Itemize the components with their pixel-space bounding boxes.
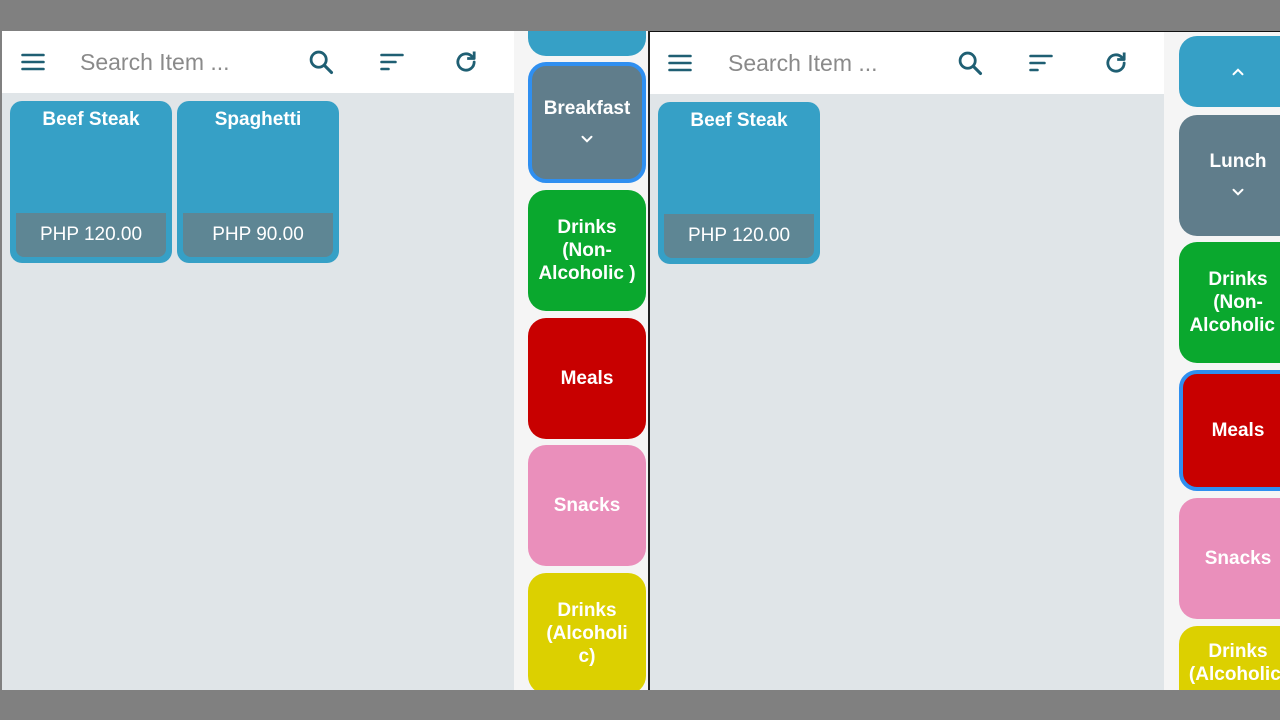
category-meals[interactable]: Meals [528, 318, 646, 439]
search-icon[interactable] [304, 45, 338, 79]
category-sidebar[interactable]: Lunch Drinks (Non-Alcoholic ) Meals Snac… [1164, 32, 1280, 690]
item-card-beef-steak[interactable]: Beef Steak PHP 120.00 [658, 102, 820, 264]
search-input[interactable] [728, 44, 938, 82]
refresh-icon[interactable] [1099, 46, 1133, 80]
sort-icon[interactable] [375, 45, 409, 79]
category-label: Snacks [1204, 548, 1272, 569]
category-sidebar[interactable]: Breakfast Drinks (Non-Alcoholic ) Meals … [514, 31, 648, 690]
category-partial-top[interactable] [528, 31, 646, 56]
category-meals[interactable]: Meals [1179, 370, 1280, 491]
refresh-icon[interactable] [449, 45, 483, 79]
category-scroll-up-button[interactable] [1179, 36, 1280, 107]
category-snacks[interactable]: Snacks [528, 445, 646, 566]
item-price: PHP 120.00 [664, 214, 814, 258]
category-label: Meals [1211, 420, 1265, 441]
item-name: Beef Steak [690, 110, 788, 131]
item-name: Spaghetti [214, 109, 302, 130]
category-label: Drinks (Non-Alcoholic ) [538, 217, 636, 284]
category-label: Lunch [1209, 151, 1267, 172]
category-label: Drinks (Alcoholi c) [546, 600, 628, 667]
sort-icon[interactable] [1024, 46, 1058, 80]
chevron-down-icon [581, 135, 593, 143]
category-label: Snacks [553, 495, 621, 516]
top-toolbar [650, 32, 1164, 94]
item-price: PHP 90.00 [183, 213, 333, 257]
menu-icon[interactable] [16, 45, 50, 79]
category-breakfast[interactable]: Breakfast [528, 62, 646, 183]
search-icon[interactable] [953, 46, 987, 80]
screen-divider [648, 31, 650, 690]
menu-icon[interactable] [663, 46, 697, 80]
category-drinks-alcoholic[interactable]: Drinks (Alcoholi c) [528, 573, 646, 690]
category-drinks-non-alcoholic[interactable]: Drinks (Non-Alcoholic ) [528, 190, 646, 311]
item-card-beef-steak[interactable]: Beef Steak PHP 120.00 [10, 101, 172, 263]
category-label: Drinks (Alcoholic) [1188, 641, 1280, 685]
top-toolbar [2, 31, 514, 93]
item-name: Beef Steak [42, 109, 140, 130]
chevron-up-icon [1232, 67, 1244, 75]
category-label: Breakfast [543, 98, 631, 119]
chevron-down-icon [1232, 188, 1244, 196]
pos-screen-right: Beef Steak PHP 120.00 Lunch Drinks (Non-… [650, 31, 1280, 690]
category-drinks-non-alcoholic[interactable]: Drinks (Non-Alcoholic ) [1179, 242, 1280, 363]
category-label: Meals [560, 368, 614, 389]
category-snacks[interactable]: Snacks [1179, 498, 1280, 619]
pos-screen-left: Beef Steak PHP 120.00 Spaghetti PHP 90.0… [2, 31, 648, 690]
item-card-spaghetti[interactable]: Spaghetti PHP 90.00 [177, 101, 339, 263]
category-label: Drinks (Non-Alcoholic ) [1189, 269, 1280, 336]
category-lunch[interactable]: Lunch [1179, 115, 1280, 236]
search-input[interactable] [80, 43, 290, 81]
category-drinks-alcoholic[interactable]: Drinks (Alcoholic) [1179, 626, 1280, 690]
item-price: PHP 120.00 [16, 213, 166, 257]
